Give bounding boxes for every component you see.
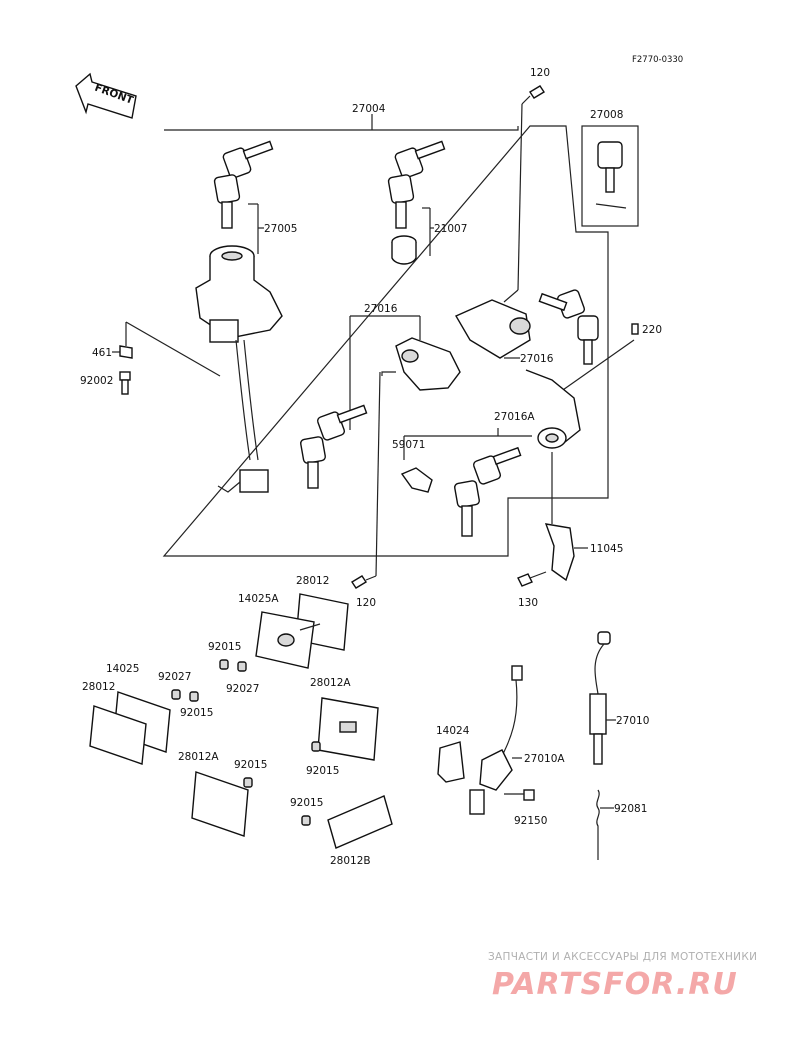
label-92027-b: 92027 <box>158 671 191 683</box>
label-21007: 21007 <box>434 223 467 235</box>
reflector-28012A-low <box>191 771 249 837</box>
key-set-27016A-icon <box>454 446 522 537</box>
switch-27010 <box>589 631 611 765</box>
label-92015-e: 92015 <box>290 797 323 809</box>
bolt-120-top <box>503 85 545 303</box>
label-92015-b: 92015 <box>180 707 213 719</box>
key-set-27005-icon <box>213 140 274 229</box>
bracket-14024 <box>437 741 465 783</box>
label-27016A: 27016A <box>494 411 535 423</box>
clip-59071 <box>400 467 433 493</box>
label-92015-a: 92015 <box>208 641 241 653</box>
label-130: 130 <box>518 597 538 609</box>
nut-92015-c <box>311 741 321 752</box>
label-14025: 14025 <box>106 663 139 675</box>
bolt-92002 <box>119 371 131 395</box>
nut-92015-e <box>301 815 311 826</box>
bolt-130 <box>517 571 547 587</box>
lock-cylinder-21007 <box>391 235 417 265</box>
lock-27016-right <box>455 299 531 359</box>
key-set-21007-icon <box>387 140 446 229</box>
label-27016-mid: 27016 <box>364 303 398 315</box>
spring-92081 <box>596 789 600 860</box>
screw-220 <box>631 323 639 335</box>
nut-92015-d <box>243 777 253 788</box>
reflector-28012B <box>327 795 393 849</box>
key-blank-box-27008 <box>581 125 639 227</box>
lock-27016-mid <box>395 337 461 391</box>
label-461: 461 <box>92 347 112 359</box>
diagram-code: F2770-0330 <box>632 55 683 65</box>
switch-27010A <box>469 665 523 815</box>
label-14024: 14024 <box>436 725 470 737</box>
watermark-tagline: ЗАПЧАСТИ И АКСЕССУАРЫ ДЛЯ МОТОТЕХНИКИ <box>488 951 757 963</box>
bolt-92150 <box>504 789 535 801</box>
label-220: 220 <box>642 324 662 336</box>
label-27008: 27008 <box>590 109 623 121</box>
label-27010: 27010 <box>616 715 649 727</box>
label-28012A-low: 28012A <box>178 751 219 763</box>
key-set-27016-right-icon <box>538 289 599 365</box>
holder-14025A <box>255 611 321 669</box>
label-27005: 27005 <box>264 223 297 235</box>
spacer-92027-a <box>237 661 247 672</box>
label-14025A: 14025A <box>238 593 279 605</box>
label-27004: 27004 <box>352 103 386 115</box>
reflector-28012-left <box>89 691 171 765</box>
reflector-28012A-mid <box>317 697 379 761</box>
label-28012A-mid: 28012A <box>310 677 351 689</box>
key-set-27016-mid-icon <box>300 404 368 489</box>
label-27016-right: 27016 <box>520 353 554 365</box>
assembly-box-27004 <box>162 114 609 557</box>
label-92150: 92150 <box>514 815 547 827</box>
label-92015-d: 92015 <box>234 759 267 771</box>
label-120-bottom: 120 <box>356 597 376 609</box>
ignition-switch-body <box>195 245 283 493</box>
nut-92015-b <box>189 691 199 702</box>
watermark-brand-logo: PARTSFOR.RU <box>492 967 738 1002</box>
front-arrow-icon: FRONT <box>75 72 137 119</box>
label-92015-c: 92015 <box>306 765 339 777</box>
nut-92015-a <box>219 659 229 670</box>
spacer-92027-b <box>171 689 181 700</box>
label-27010A: 27010A <box>524 753 565 765</box>
label-92002: 92002 <box>80 375 113 387</box>
bolt-120-bottom <box>351 371 381 589</box>
label-28012-top: 28012 <box>296 575 329 587</box>
label-120-top: 120 <box>530 67 550 79</box>
label-11045: 11045 <box>590 543 623 555</box>
label-92027-a: 92027 <box>226 683 259 695</box>
bracket-11045 <box>544 523 575 582</box>
label-28012-left: 28012 <box>82 681 115 693</box>
label-92081: 92081 <box>614 803 647 815</box>
lock-27016A <box>525 369 581 449</box>
label-28012B: 28012B <box>330 855 371 867</box>
label-59071: 59071 <box>392 439 425 451</box>
